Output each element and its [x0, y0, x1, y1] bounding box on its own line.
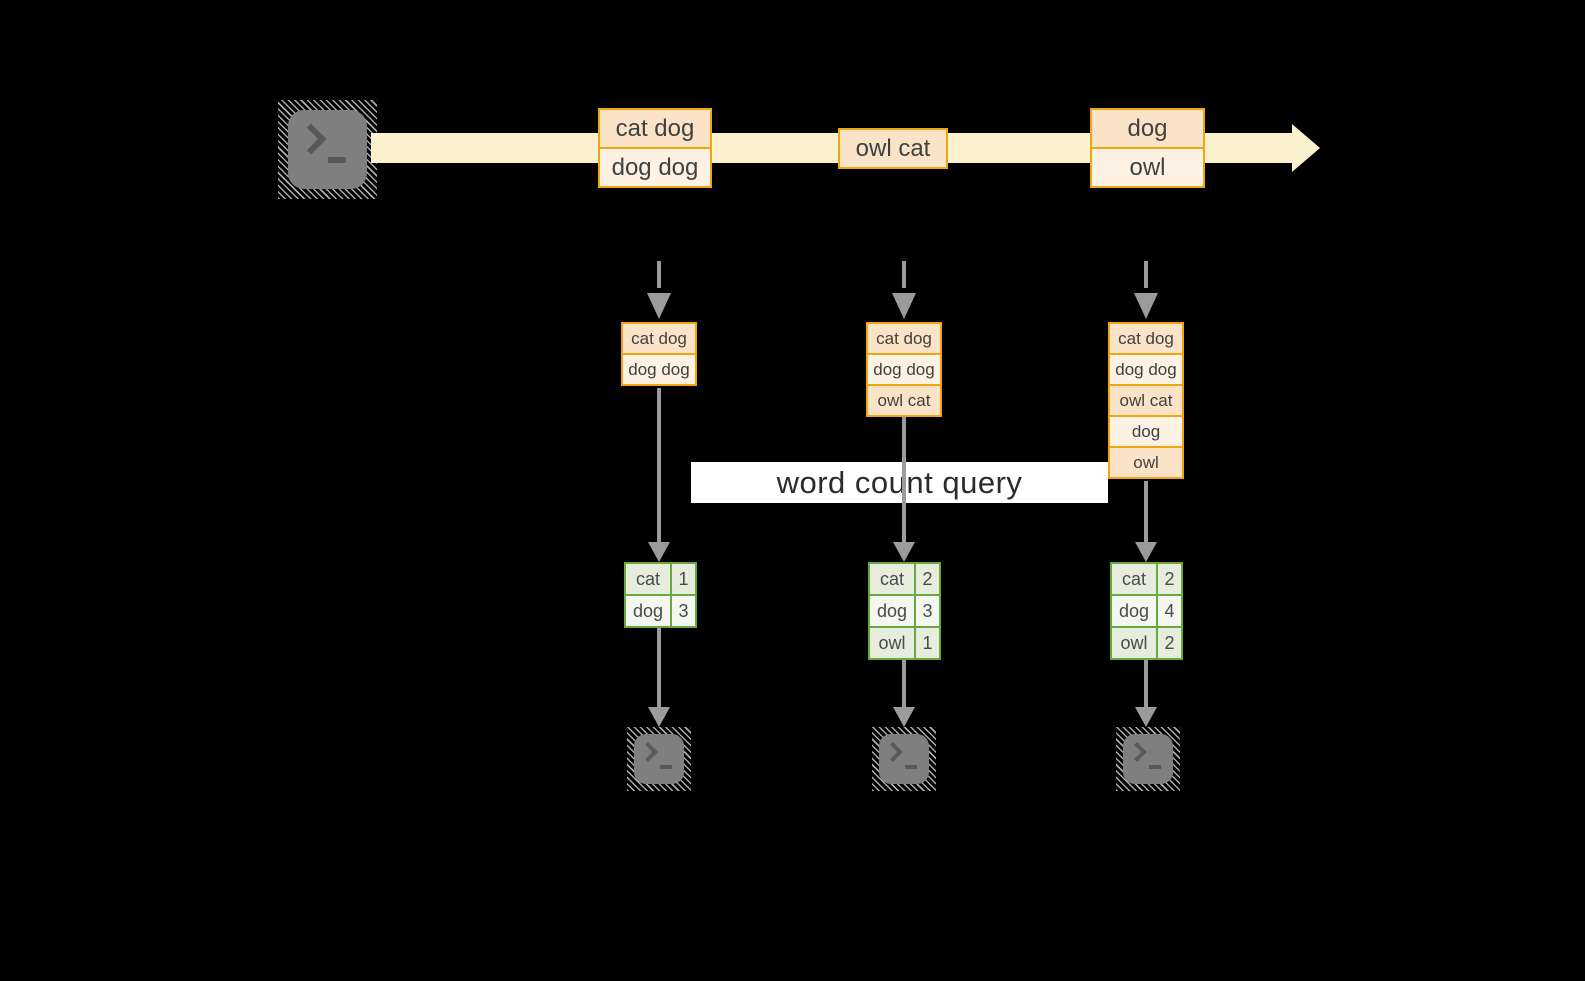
buffered-record: owl — [1110, 448, 1182, 477]
buffered-record: dog — [1110, 417, 1182, 448]
stream-record-group-2: owl cat — [838, 128, 948, 169]
query-arrow-line-3 — [1144, 481, 1148, 542]
buffered-record: dog dog — [1110, 355, 1182, 386]
count-value-cell: 2 — [1158, 628, 1181, 658]
count-word-cell: dog — [626, 596, 670, 626]
result-arrowhead-3 — [1135, 707, 1157, 727]
terminal-cursor-icon — [660, 765, 672, 769]
count-word-cell: cat — [626, 564, 670, 594]
stream-record: dog — [1092, 110, 1203, 149]
count-value-cell: 1 — [672, 564, 695, 594]
terminal-prompt-chevron-icon — [295, 123, 327, 155]
ingest-arrow-dash-1 — [657, 261, 661, 288]
terminal-screen — [288, 110, 367, 189]
count-value-cell: 1 — [916, 628, 939, 658]
count-value-cell: 3 — [672, 596, 695, 626]
buffered-record: cat dog — [623, 324, 695, 355]
buffered-record: owl cat — [1110, 386, 1182, 417]
query-arrow-line-2 — [902, 417, 906, 542]
stream-record-group-1: cat dog dog dog — [598, 108, 712, 188]
count-table-1: cat 1 dog 3 — [624, 562, 697, 628]
stream-record-group-3: dog owl — [1090, 108, 1205, 188]
terminal-cursor-icon — [1149, 765, 1161, 769]
record-buffer-3: cat dog dog dog owl cat dog owl — [1108, 322, 1184, 479]
count-value-cell: 4 — [1158, 596, 1181, 626]
buffered-record: cat dog — [868, 324, 940, 355]
query-arrow-line-1 — [657, 388, 661, 542]
output-terminal-icon-3 — [1116, 727, 1180, 791]
terminal-screen — [634, 734, 684, 784]
count-value-cell: 2 — [916, 564, 939, 594]
query-arrowhead-1 — [648, 542, 670, 562]
stream-record: dog dog — [600, 149, 710, 186]
count-value-cell: 3 — [916, 596, 939, 626]
ingest-arrowhead-1 — [647, 293, 671, 319]
record-buffer-1: cat dog dog dog — [621, 322, 697, 386]
terminal-screen — [1123, 734, 1173, 784]
count-word-cell: cat — [870, 564, 914, 594]
ingest-arrowhead-2 — [892, 293, 916, 319]
terminal-prompt-chevron-icon — [1127, 742, 1147, 762]
stream-record: owl — [1092, 149, 1203, 186]
stream-record: cat dog — [600, 110, 710, 149]
record-buffer-2: cat dog dog dog owl cat — [866, 322, 942, 417]
query-arrowhead-2 — [893, 542, 915, 562]
terminal-cursor-icon — [328, 157, 346, 163]
count-word-cell: owl — [870, 628, 914, 658]
buffered-record: dog dog — [868, 355, 940, 386]
buffered-record: owl cat — [868, 386, 940, 415]
buffered-record: dog dog — [623, 355, 695, 384]
count-table-2: cat 2 dog 3 owl 1 — [868, 562, 941, 660]
buffered-record: cat dog — [1110, 324, 1182, 355]
ingest-arrow-dash-2 — [902, 261, 906, 288]
ingest-arrowhead-3 — [1134, 293, 1158, 319]
stream-record: owl cat — [840, 130, 946, 167]
terminal-prompt-chevron-icon — [883, 742, 903, 762]
result-arrow-line-3 — [1144, 660, 1148, 707]
count-word-cell: owl — [1112, 628, 1156, 658]
count-word-cell: dog — [1112, 596, 1156, 626]
count-value-cell: 2 — [1158, 564, 1181, 594]
output-terminal-icon-1 — [627, 727, 691, 791]
terminal-prompt-chevron-icon — [638, 742, 658, 762]
stream-arrowhead-icon — [1292, 124, 1320, 172]
count-table-3: cat 2 dog 4 owl 2 — [1110, 562, 1183, 660]
source-terminal-icon — [278, 100, 377, 199]
query-arrowhead-3 — [1135, 542, 1157, 562]
terminal-screen — [879, 734, 929, 784]
terminal-cursor-icon — [905, 765, 917, 769]
count-word-cell: dog — [870, 596, 914, 626]
query-banner: word count query — [691, 462, 1108, 503]
result-arrow-line-2 — [902, 660, 906, 707]
result-arrowhead-2 — [893, 707, 915, 727]
output-terminal-icon-2 — [872, 727, 936, 791]
result-arrowhead-1 — [648, 707, 670, 727]
result-arrow-line-1 — [657, 628, 661, 707]
ingest-arrow-dash-3 — [1144, 261, 1148, 288]
count-word-cell: cat — [1112, 564, 1156, 594]
